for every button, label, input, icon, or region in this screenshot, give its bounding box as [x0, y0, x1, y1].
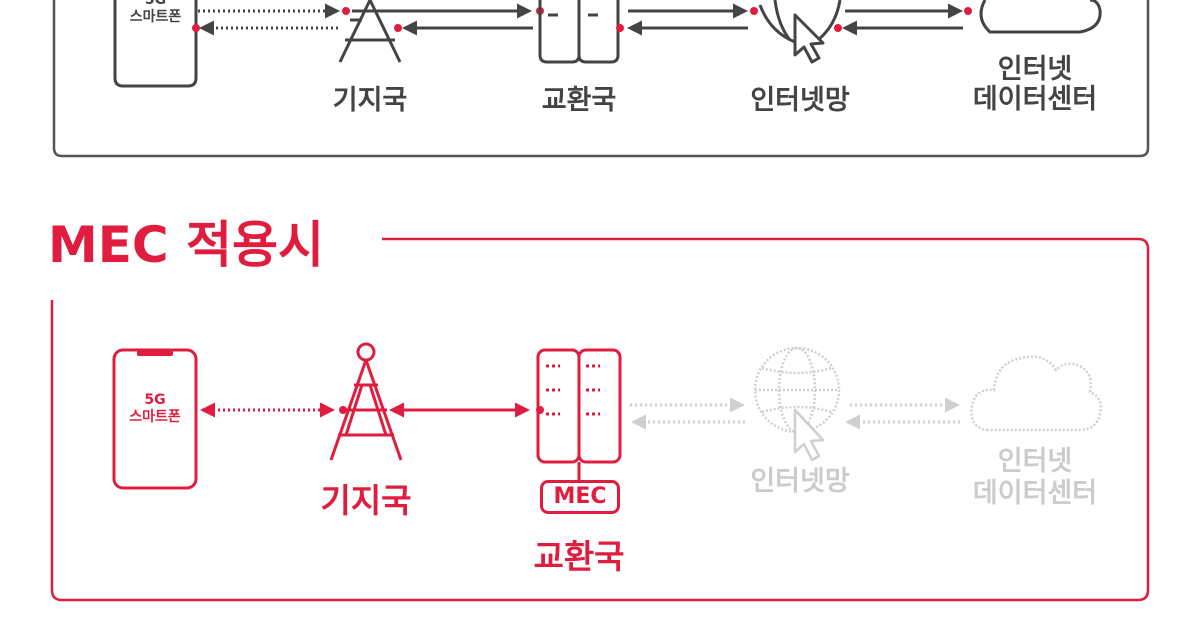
- top-smartphone-icon: [113, 0, 198, 88]
- top-datacenter-label-line1: 인터넷: [997, 54, 1073, 85]
- mec-datacenter-label-line2: 데이터센터: [972, 478, 1098, 509]
- mec-base-station-label: 기지국: [320, 481, 412, 520]
- mec-section-title: MEC 적용시: [48, 216, 325, 274]
- mec-phone-label: 5G 스마트폰: [114, 392, 196, 426]
- top-internet-label: 인터넷망: [750, 85, 850, 116]
- mec-smartphone-icon: [112, 348, 198, 490]
- top-phone-label-line2: 스마트폰: [129, 9, 182, 25]
- mec-exchange-server-icon: [536, 348, 622, 480]
- mec-internet-label: 인터넷망: [750, 466, 850, 497]
- top-exchange-label: 교환국: [541, 85, 617, 116]
- mec-section-frame: [50, 237, 1150, 602]
- top-internet-globe-icon: [758, 0, 842, 44]
- mec-phone-label-line2: 스마트폰: [129, 409, 181, 425]
- mec-phone-label-line1: 5G: [144, 392, 166, 408]
- top-datacenter-label-line2: 데이터센터: [972, 84, 1098, 115]
- mec-datacenter-label-line1: 인터넷: [997, 446, 1073, 477]
- top-section-frame: [52, 0, 1150, 158]
- top-base-station-label: 기지국: [332, 85, 408, 116]
- mec-datacenter-cloud-icon: [970, 355, 1103, 432]
- mec-cursor-icon: [793, 408, 825, 462]
- top-phone-label-line1: 5G: [144, 0, 167, 8]
- mec-tag-label: MEC: [540, 480, 620, 514]
- top-datacenter-cloud-icon: [979, 0, 1102, 34]
- top-cursor-icon: [793, 13, 825, 64]
- mec-datacenter-label: 인터넷 데이터센터: [950, 446, 1120, 510]
- mec-exchange-label: 교환국: [533, 537, 625, 576]
- top-phone-label: 5G 스마트폰: [115, 0, 196, 26]
- top-exchange-server-icon: [538, 0, 620, 64]
- mec-base-station-icon: [329, 342, 403, 461]
- top-datacenter-label: 인터넷 데이터센터: [950, 55, 1120, 115]
